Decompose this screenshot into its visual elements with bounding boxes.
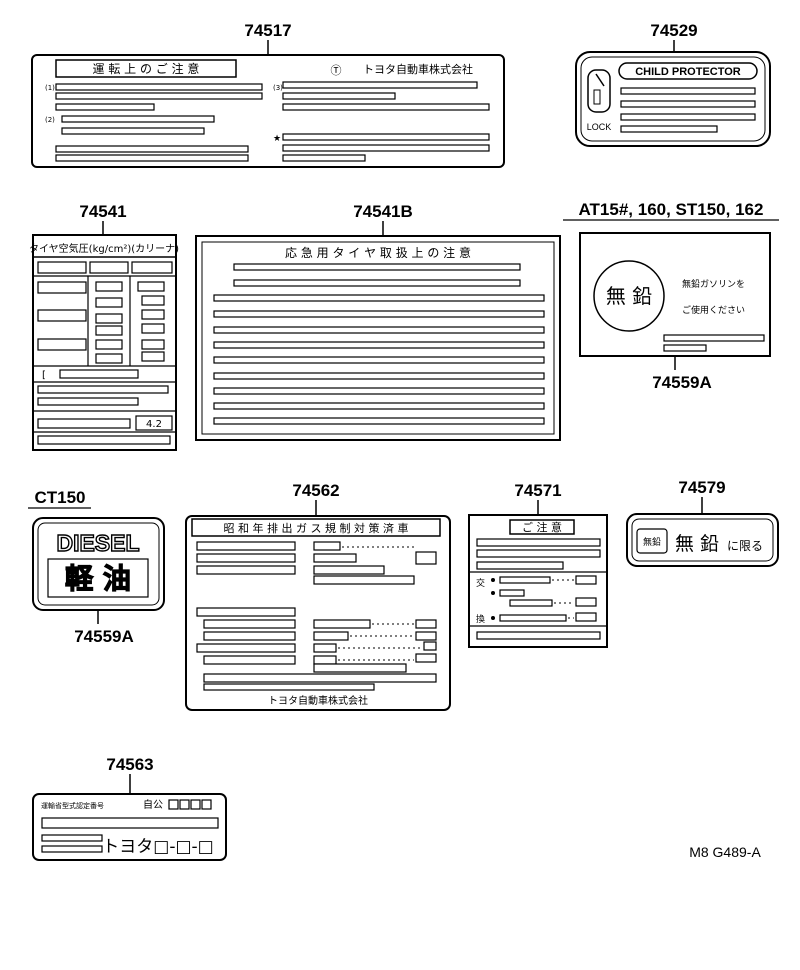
part-number-74517: 74517: [244, 21, 291, 40]
label-74579-big: 無 鉛: [675, 533, 719, 555]
label-74559a-top-circle-text: 無 鉛: [606, 284, 652, 308]
label-74559a-top-line2: ご使用ください: [682, 304, 745, 316]
label-74541-value: 4.2: [146, 419, 162, 430]
label-74517-item-3: (3): [273, 84, 283, 92]
label-74559a-diesel-kanji: 軽 油: [65, 562, 131, 595]
label-74563-boxes: [41, 799, 219, 853]
label-74541-table: [33, 261, 176, 445]
toyota-logo-icon: Ⓣ: [331, 64, 342, 77]
label-74517-title-box: [55, 59, 237, 78]
part-74541: 74541 タイヤ空気圧(kg/cm²)(カリーナ): [29, 202, 179, 451]
part-number-74541: 74541: [79, 202, 126, 221]
label-74529-lock: LOCK: [587, 122, 612, 132]
label-74517-text-lines: [55, 81, 490, 162]
part-number-74529: 74529: [650, 21, 697, 40]
label-74579-small: に限る: [727, 539, 763, 553]
part-74559a-diesel: CT150 DIESEL 軽 油 74559A: [28, 488, 165, 646]
part-74559a-unleaded: AT15#, 160, ST150, 162 無 鉛 無鉛ガソリンを ご使用くだ…: [563, 200, 779, 392]
star-icon: ★: [273, 134, 281, 144]
part-74571: 74571 ご 注 意 交 換: [468, 481, 608, 648]
label-74563-code: トヨタ□-□-□: [102, 837, 213, 857]
label-74559a-top-line1: 無鉛ガソリンを: [682, 278, 745, 290]
part-number-74571: 74571: [514, 481, 561, 500]
label-74541b-text-lines: [213, 263, 545, 425]
label-74571-leader-lines: [552, 579, 574, 619]
label-74563-kou: 自公: [143, 798, 163, 811]
part-74529: 74529 CHILD PROTECTOR LOCK: [575, 21, 771, 147]
part-74579: 74579 無鉛 無 鉛 に限る: [626, 478, 779, 567]
part-74562: 74562 昭 和 年 排 出 ガ ス 規 制 対 策 済 車: [185, 481, 451, 711]
lock-icon: [587, 69, 611, 113]
label-74541b-title: 応 急 用 タ イ ヤ 取 扱 上 の 注 意: [285, 245, 471, 260]
applicability-ct150: CT150: [34, 488, 85, 507]
part-number-74579: 74579: [678, 478, 725, 497]
label-74559a-diesel-word: DIESEL: [56, 530, 139, 556]
label-74562-leader-lines: [338, 546, 422, 661]
label-74541-title: タイヤ空気圧(kg/cm²)(カリーナ): [29, 242, 179, 255]
label-74517-maker: トヨタ自動車株式会社: [363, 62, 473, 76]
part-74541b: 74541B 応 急 用 タ イ ヤ 取 扱 上 の 注 意: [195, 202, 561, 441]
part-number-74563: 74563: [106, 755, 153, 774]
part-number-74541b: 74541B: [353, 202, 413, 221]
label-74571-text-lines: [469, 538, 607, 640]
part-number-74559a-bottom: 74559A: [74, 627, 134, 646]
part-number-74559a-top: 74559A: [652, 373, 712, 392]
part-74563: 74563 運輸省型式認定番号 自公 トヨタ□-□-□: [32, 755, 227, 861]
label-74529-text-lines: [620, 87, 756, 133]
applicability-at15: AT15#, 160, ST150, 162: [579, 200, 764, 219]
label-74562-title: 昭 和 年 排 出 ガ ス 規 制 対 策 済 車: [224, 521, 409, 535]
label-74517-item-1: (1): [45, 84, 55, 92]
figure-code: M8 G489-A: [689, 844, 761, 860]
label-74517-item-2: (2): [45, 116, 55, 124]
label-74529-title: CHILD PROTECTOR: [635, 66, 741, 78]
label-74562-maker: トヨタ自動車株式会社: [268, 694, 368, 707]
part-74517: 74517 運 転 上 の ご 注 意 Ⓣ トヨタ自動車株式会社 (1) (2)…: [31, 21, 505, 168]
label-74563-header: 運輸省型式認定番号: [41, 801, 104, 810]
label-74559a-top-circle: [593, 260, 665, 332]
label-74562-text-lines: [196, 541, 437, 691]
label-74579-boxed: 無鉛: [643, 536, 661, 548]
label-74571-side-2: 換: [476, 613, 485, 625]
label-74571-title: ご 注 意: [522, 520, 562, 534]
label-74517-title: 運 転 上 の ご 注 意: [93, 61, 200, 76]
label-74541-bracket: [: [42, 370, 46, 381]
part-number-74562: 74562: [292, 481, 339, 500]
label-74571-side-1: 交: [476, 577, 485, 589]
